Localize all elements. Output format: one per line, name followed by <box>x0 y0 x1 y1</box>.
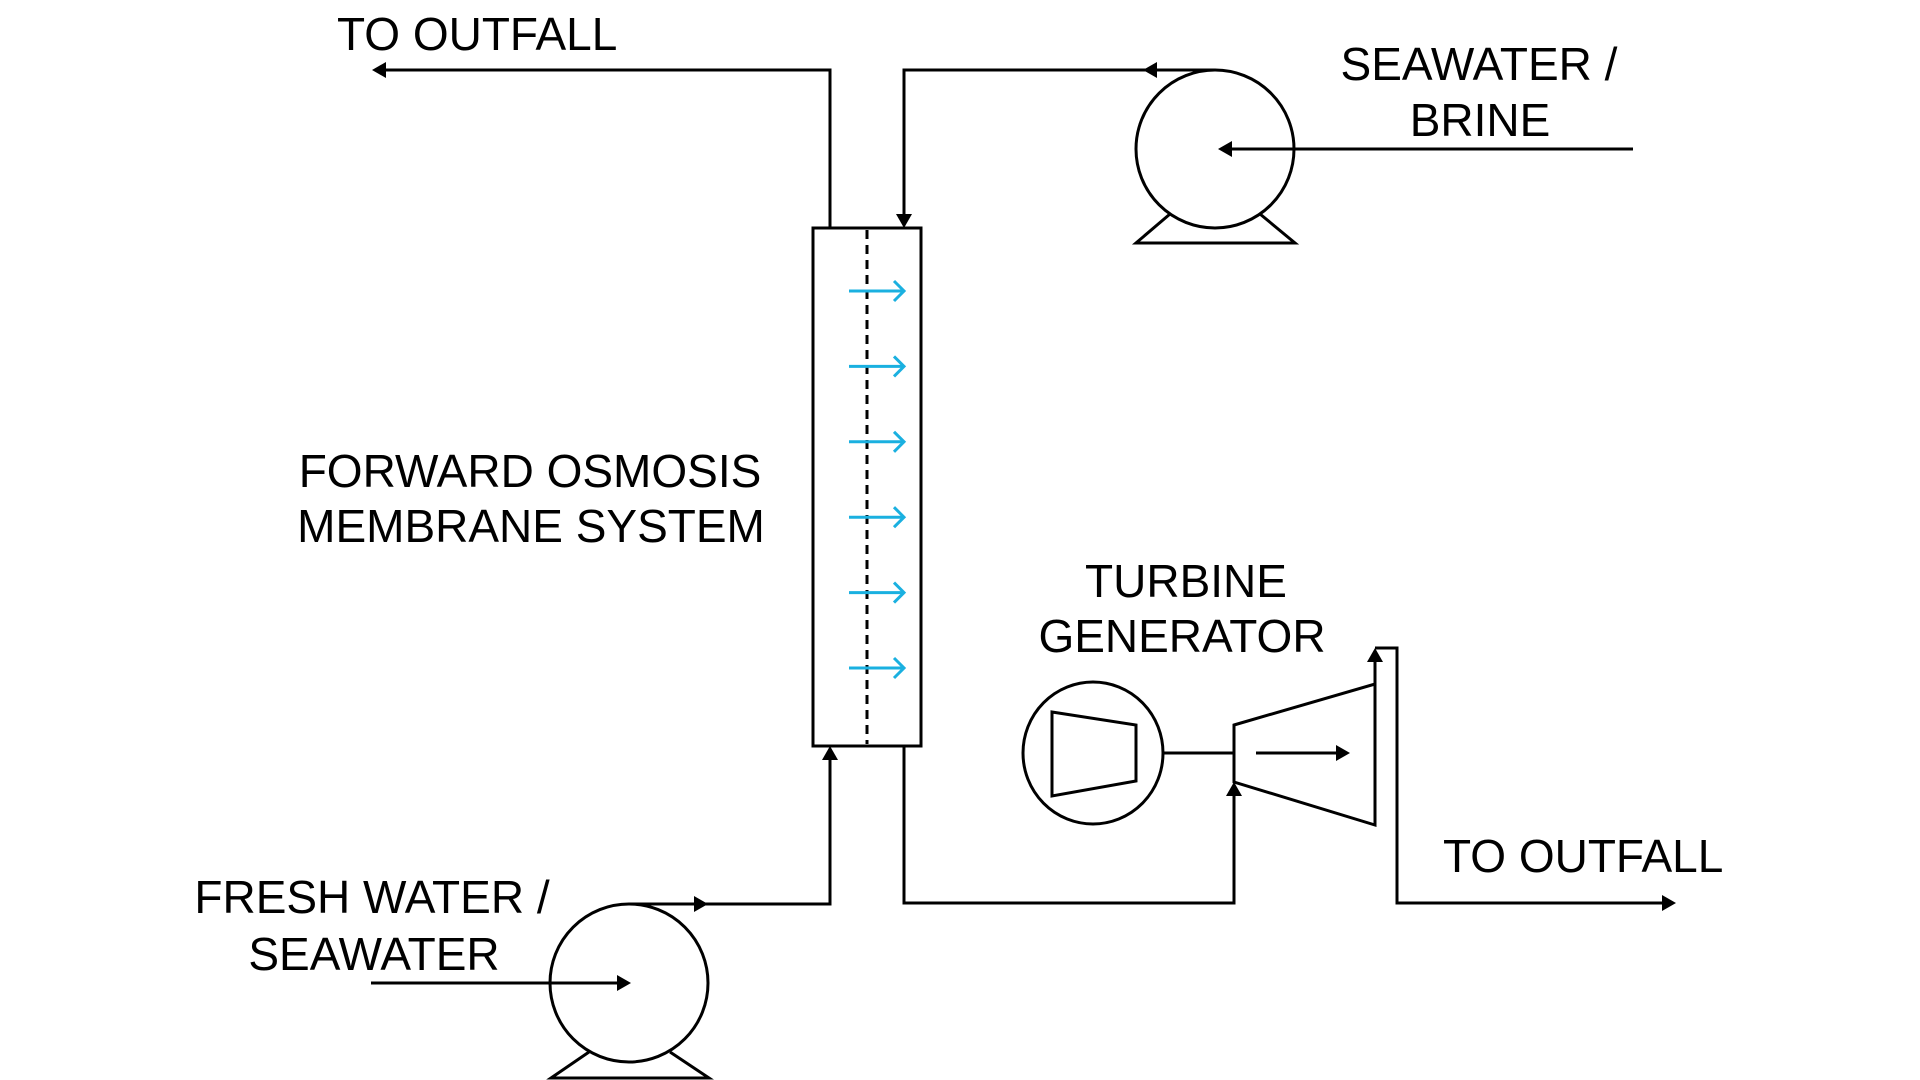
label-turbine-line2: GENERATOR <box>1038 610 1325 662</box>
arrowhead-left-icon <box>1143 62 1157 78</box>
fo-membrane <box>811 226 923 748</box>
arrowhead-right-icon <box>617 975 631 991</box>
seawater-brine-pump-icon <box>1131 68 1300 245</box>
water-flux-arrow-icon <box>849 506 907 529</box>
arrowhead-up-icon <box>1367 648 1383 662</box>
label-to-outfall-top: TO OUTFALL <box>337 8 617 60</box>
label-turbine-line1: TURBINE <box>1085 555 1287 607</box>
arrowhead-down-icon <box>896 214 912 228</box>
pipe-membrane-to-turbine <box>902 746 1242 905</box>
turbine-icon <box>1232 682 1377 828</box>
arrowhead-right-icon <box>1336 745 1350 761</box>
label-seawater-brine-line1: SEAWATER / <box>1341 38 1618 90</box>
generator-icon <box>1021 680 1234 826</box>
pipe-membrane-to-outfall-top <box>372 62 832 228</box>
arrowhead-up-icon <box>822 746 838 760</box>
label-to-outfall-bottom: TO OUTFALL <box>1443 830 1723 882</box>
water-flux-arrow-icon <box>849 355 907 378</box>
pipe-turbine-to-outfall <box>1367 646 1676 911</box>
arrowhead-right-icon <box>694 896 708 912</box>
pipe-pump-to-membrane-draw <box>896 62 1215 228</box>
water-flux-arrow-icon <box>849 279 907 303</box>
pipe-seawater-inlet <box>1218 141 1633 157</box>
water-flux-arrow-icon <box>849 581 907 604</box>
water-flux-arrow-icon <box>849 656 907 680</box>
arrowhead-left-icon <box>372 62 386 78</box>
arrowhead-right-icon <box>1662 895 1676 911</box>
membrane-vessel-outline <box>811 226 923 748</box>
water-flux-arrow-icon <box>849 430 907 453</box>
water-flux-arrows <box>849 279 907 680</box>
label-fresh-water-line1: FRESH WATER / <box>194 871 549 923</box>
label-membrane-line1: FORWARD OSMOSIS <box>299 445 762 497</box>
pipe-fresh-water-inlet <box>371 975 631 991</box>
label-membrane-line2: MEMBRANE SYSTEM <box>297 500 765 552</box>
arrowhead-up-icon <box>1226 782 1242 796</box>
pipe-pump-to-membrane-feed <box>629 746 838 912</box>
label-seawater-brine-line2: BRINE <box>1410 94 1551 146</box>
arrowhead-left-icon <box>1218 141 1232 157</box>
fresh-water-pump-icon <box>546 902 714 1080</box>
label-fresh-water-line2: SEAWATER <box>248 928 499 980</box>
